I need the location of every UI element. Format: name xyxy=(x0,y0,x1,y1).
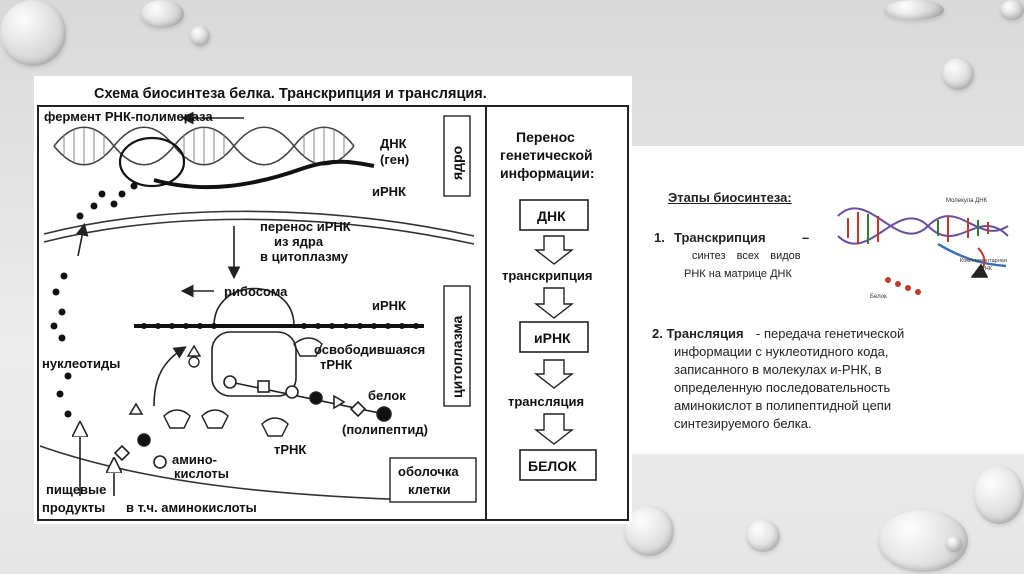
ribosome-small-subunit xyxy=(211,331,297,397)
mini-label-dna: Молекула ДНК xyxy=(946,198,988,204)
flow-step-transcription: транскрипция xyxy=(502,268,592,283)
scheme-frame xyxy=(37,105,629,521)
flow-box-dna xyxy=(519,199,589,231)
stage1-desc-2: РНК на матрице ДНК xyxy=(684,268,792,280)
rna-polymerase-circle xyxy=(118,136,186,188)
label-gene: (ген) xyxy=(380,152,409,167)
amino-acid-shapes xyxy=(113,402,167,469)
stages-title: Этапы биосинтеза: xyxy=(668,190,792,205)
stage1-number: 1. xyxy=(654,230,665,245)
water-drop xyxy=(942,58,974,90)
label-transfer-2: из ядра xyxy=(274,234,324,249)
label-trna: тРНК xyxy=(274,442,306,457)
label-membrane-2: клетки xyxy=(408,482,451,497)
label-nucleus: ядро xyxy=(449,146,465,180)
label-incl-amino: в т.ч. аминокислоты xyxy=(126,500,257,515)
scheme-title: Схема биосинтеза белка. Транскрипция и т… xyxy=(94,86,487,102)
water-drop xyxy=(974,466,1024,524)
water-drop xyxy=(140,0,184,28)
mrna-bases xyxy=(141,323,419,329)
mini-label-mrna-1: Комплементарная xyxy=(960,258,1007,264)
water-drop xyxy=(190,26,210,46)
label-food-2: продукты xyxy=(42,500,105,515)
label-amino-1: амино- xyxy=(172,452,217,467)
flow-irna: иРНК xyxy=(534,330,571,346)
flow-box-irna xyxy=(519,321,589,353)
water-drop xyxy=(1000,0,1024,20)
label-amino-2: кислоты xyxy=(174,466,229,481)
flow-dna: ДНК xyxy=(537,208,566,224)
stage2-desc: - передача генетической xyxy=(756,326,905,341)
trna-molecules xyxy=(163,337,323,437)
nucleus-label-box xyxy=(443,115,471,197)
mrna-strand-nucleus xyxy=(153,159,375,190)
label-dna: ДНК xyxy=(380,136,407,151)
label-nucleotides: нуклеотиды xyxy=(42,356,120,371)
label-irna-nucleus: иРНК xyxy=(372,184,406,199)
flow-arrow-1 xyxy=(533,235,575,265)
flow-box-protein xyxy=(519,449,597,481)
stage2-line4: определенную последовательность xyxy=(674,380,891,395)
label-irna-cytoplasm: иРНК xyxy=(372,298,406,313)
nuclear-membrane xyxy=(43,210,475,237)
cell-membrane xyxy=(39,445,415,501)
dna-base-pairs xyxy=(63,128,345,164)
protein-biosynthesis-scheme: Схема биосинтеза белка. Транскрипция и т… xyxy=(34,76,632,524)
ribosome-large-subunit xyxy=(213,287,295,327)
flow-arrow-2 xyxy=(533,359,575,389)
flow-heading-1: Перенос xyxy=(516,129,575,145)
mini-label-protein: Белок xyxy=(870,294,887,300)
label-polypeptide: (полипептид) xyxy=(342,422,428,437)
flow-protein: БЕЛОК xyxy=(528,458,577,474)
stage2-line2: информации с нуклеотидного кода, xyxy=(674,344,889,359)
nucleotide-dots xyxy=(50,182,138,418)
polypeptide-chain xyxy=(223,375,392,422)
amino-acid-uptake-arrow xyxy=(153,346,187,407)
scheme-svg: Схема биосинтеза белка. Транскрипция и т… xyxy=(37,86,629,521)
stage2-line3: записанного в молекулах и-РНК, в xyxy=(674,362,882,377)
stage2-title: 2. Трансляция xyxy=(652,326,744,341)
stage1-desc-1: синтез всех видов xyxy=(692,250,801,262)
stage1-title: Транскрипция xyxy=(674,230,766,245)
label-ribosome: рибосома xyxy=(224,284,288,299)
stage2-line5: аминокислот в полипептидной цепи xyxy=(674,398,892,413)
membrane-label-box xyxy=(389,457,477,503)
stage1-dash: – xyxy=(802,230,810,245)
flow-heading-2: генетической xyxy=(500,147,593,163)
label-membrane-1: оболочка xyxy=(398,464,459,479)
mini-label-mrna-2: иРНК xyxy=(978,266,993,272)
water-drop xyxy=(946,536,962,552)
water-drop xyxy=(624,506,674,556)
label-cytoplasm: цитоплазма xyxy=(449,315,465,398)
cytoplasm-label-box xyxy=(443,285,471,407)
dna-helix xyxy=(53,126,355,166)
biosynthesis-stages-panel: Этапы биосинтеза: 1. Транскрипция – синт… xyxy=(632,146,1024,454)
label-transfer-1: перенос иРНК xyxy=(260,219,351,234)
label-food-1: пищевые xyxy=(46,482,106,497)
label-transfer-3: в цитоплазму xyxy=(260,249,349,264)
water-drop xyxy=(884,0,944,20)
label-freed-2: тРНК xyxy=(320,357,352,372)
flow-heading-3: информации: xyxy=(500,165,595,181)
stage2-line6: синтезируемого белка. xyxy=(674,416,812,431)
flow-step-translation: трансляция xyxy=(508,394,584,409)
water-drop xyxy=(746,520,780,552)
dna-mrna-illustration: Молекула ДНК Комплементарная иРНК Белок xyxy=(837,198,1009,300)
water-drop xyxy=(0,0,66,66)
label-protein: белок xyxy=(368,388,406,403)
label-freed-1: освободившаяся xyxy=(314,342,425,357)
label-enzyme: фермент РНК-полимераза xyxy=(44,109,213,124)
